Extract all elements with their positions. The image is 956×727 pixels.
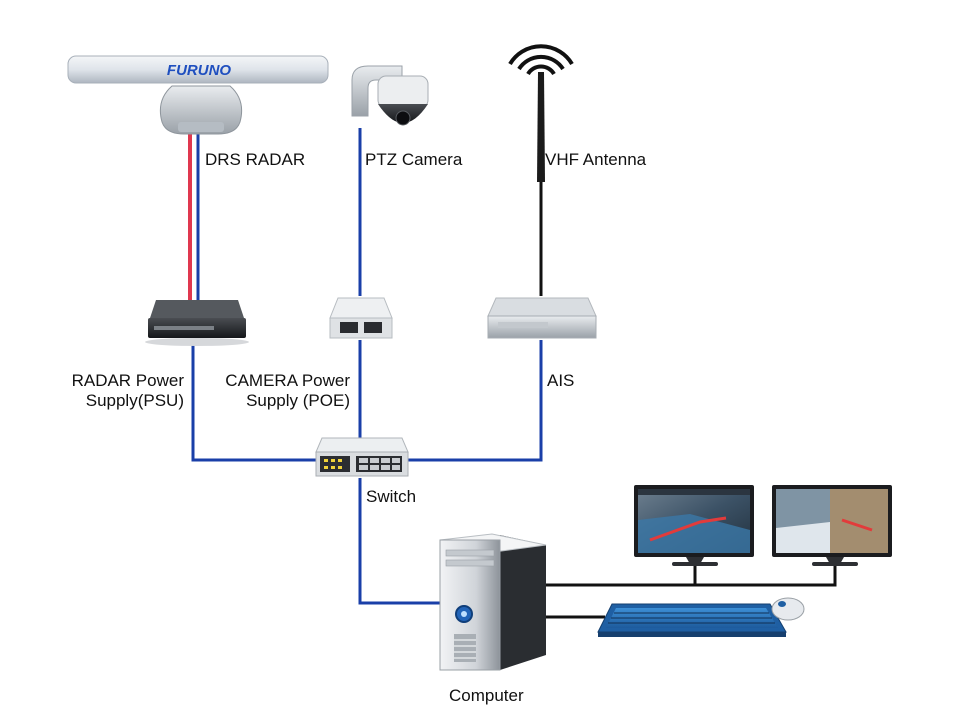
keyboard-front-edge — [598, 632, 786, 637]
monitor-left — [634, 485, 754, 566]
switch-port-1 — [359, 458, 368, 463]
camera-poe-label-line-2: Supply (POE) — [246, 391, 350, 410]
computer-label: Computer — [449, 686, 524, 705]
poe-body — [329, 317, 393, 339]
poe-injector-device — [329, 297, 393, 339]
mouse-device — [771, 597, 805, 621]
wifi-signal-icon — [508, 44, 574, 66]
monitor-left-map-water — [638, 514, 750, 553]
vhf-antenna-rod — [537, 72, 545, 182]
power-button-core — [461, 611, 467, 617]
monitor-right-water — [776, 522, 830, 553]
poe-top — [329, 297, 393, 319]
ais-front-panel — [498, 322, 548, 328]
poe-port-in — [340, 322, 358, 333]
monitor-right-track-line — [841, 518, 873, 532]
switch-led-panel — [320, 456, 350, 472]
switch-led-6 — [338, 466, 342, 469]
switch-port-5 — [359, 465, 368, 470]
radar-psu-device — [145, 300, 249, 346]
ais-device — [487, 297, 597, 339]
keyboard-device — [597, 603, 787, 637]
radar-pedestal — [159, 85, 243, 135]
camera-poe-label-line-1: CAMERA Power — [225, 371, 350, 390]
switch-led-4 — [324, 466, 328, 469]
switch-top — [315, 437, 409, 453]
vhf-antenna-label: VHF Antenna — [545, 150, 647, 169]
psu-shadow — [145, 338, 249, 346]
ais-label: AIS — [547, 371, 575, 390]
radar-device: FURUNO — [67, 55, 329, 135]
switch-port-4 — [392, 458, 400, 463]
switch-port-6 — [370, 465, 379, 470]
computer-tower-device — [439, 533, 547, 671]
tower-drive-bay-2 — [445, 559, 495, 567]
monitor-right — [772, 485, 892, 566]
tower-drive-bay-1 — [445, 549, 495, 557]
wifi-signal-arc-2 — [517, 54, 565, 71]
ais-to-switch-cable — [404, 340, 543, 462]
ais-top — [487, 297, 597, 317]
switch-led-3 — [338, 459, 342, 462]
camera-housing — [377, 75, 429, 109]
mouse-wheel — [778, 601, 786, 607]
monitor-left-track-line — [649, 516, 727, 542]
switch-led-5 — [331, 466, 335, 469]
tower-vent — [454, 634, 476, 662]
psu-to-switch-cable — [191, 340, 318, 462]
vhf-antenna-device — [508, 44, 574, 182]
switch-led-2 — [331, 459, 335, 462]
switch-port-8 — [392, 465, 400, 470]
monitor-left-toolbar — [638, 489, 750, 495]
network-switch-device — [315, 437, 409, 477]
psu-front-stripe — [154, 326, 214, 330]
switch-led-1 — [324, 459, 328, 462]
monitor-right-map-pane — [830, 489, 888, 553]
monitor-right-base — [812, 562, 858, 566]
switch-port-7 — [381, 465, 390, 470]
switch-port-2 — [370, 458, 379, 463]
radar-antenna-bar — [67, 55, 329, 84]
radar-label: DRS RADAR — [205, 150, 306, 169]
radar-psu-label-line-1: RADAR Power — [71, 371, 184, 390]
computer-to-monitors-cable — [546, 562, 837, 587]
switch-port-3 — [381, 458, 390, 463]
camera-lens — [395, 110, 411, 126]
radar-brand-logo: FURUNO — [167, 62, 231, 79]
radar-psu-label-line-2: Supply(PSU) — [85, 391, 184, 410]
ptz-camera-label: PTZ Camera — [365, 150, 463, 169]
ptz-camera-device — [351, 65, 429, 126]
switch-to-computer-cable — [358, 478, 440, 605]
mouse-body — [771, 597, 805, 621]
radar-psu-label: RADAR Power Supply(PSU) — [60, 371, 184, 411]
camera-poe-label: CAMERA Power Supply (POE) — [210, 371, 350, 411]
radar-pedestal-base — [178, 122, 224, 132]
switch-label: Switch — [366, 487, 417, 506]
wifi-signal-arc-3 — [526, 64, 556, 76]
monitor-left-base — [672, 562, 718, 566]
psu-top — [150, 300, 244, 318]
poe-port-out — [364, 322, 382, 333]
tower-side — [500, 535, 546, 670]
